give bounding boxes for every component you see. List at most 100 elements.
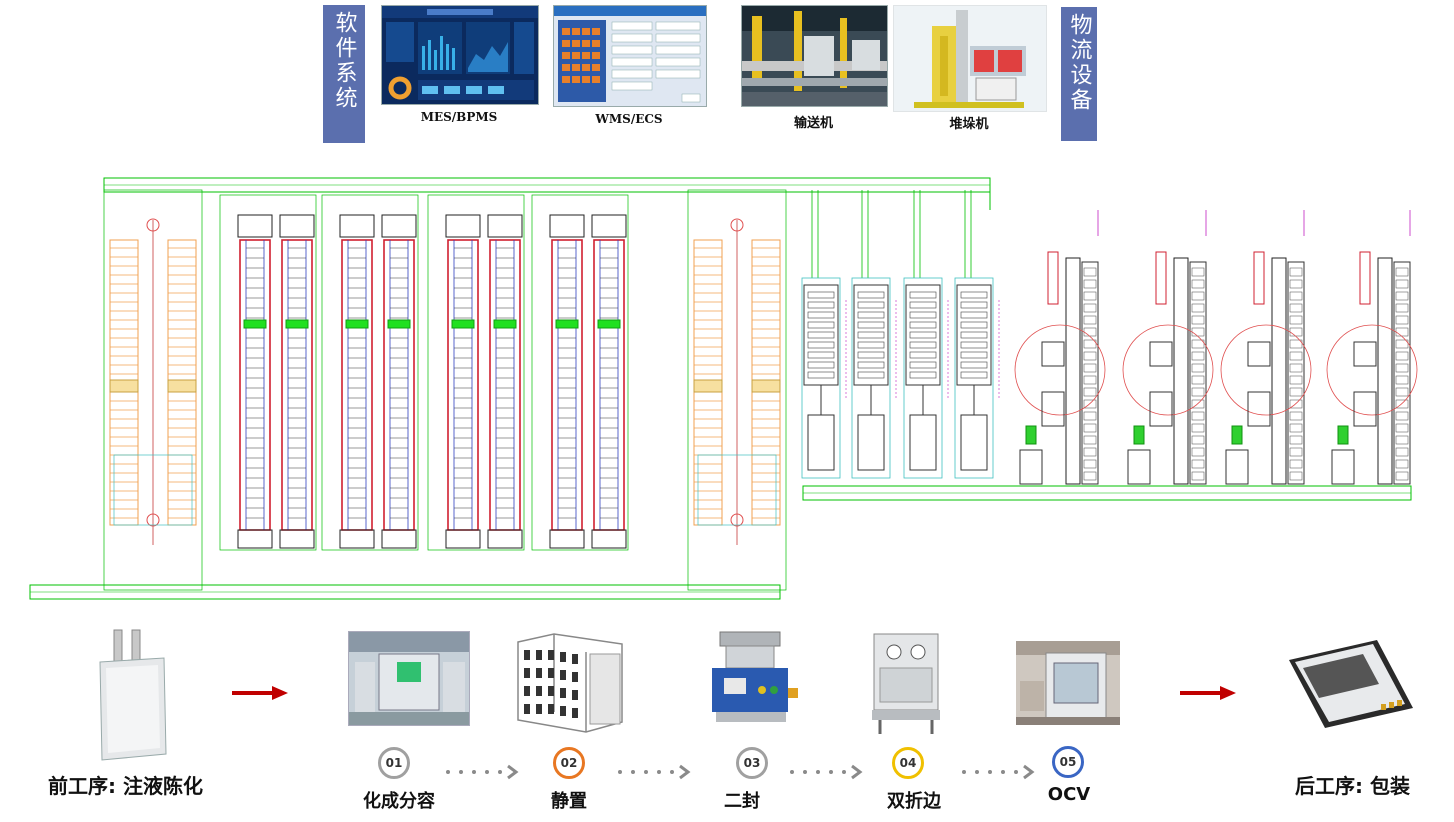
- machine-cell: [807, 341, 835, 349]
- step-connector-3-icon: [790, 764, 863, 780]
- rack-head: [339, 214, 375, 238]
- step-1-label: 化成分容: [363, 791, 435, 812]
- machine-cell: [807, 311, 835, 319]
- crane-top: [730, 218, 744, 232]
- robot-base: [1041, 341, 1065, 367]
- red-rack: [551, 239, 583, 531]
- station-slot: [1083, 375, 1097, 385]
- station-column: [1377, 257, 1393, 485]
- machine-frame: [801, 277, 841, 479]
- machine-cell: [909, 291, 937, 299]
- station-slot: [1289, 339, 1303, 349]
- machine-cell: [807, 351, 835, 359]
- ocv-tester-photo-icon: [1016, 641, 1120, 725]
- station-slot: [1083, 279, 1097, 289]
- machine-cell: [857, 321, 885, 329]
- station-slot: [1395, 399, 1409, 409]
- station-rack: [1081, 261, 1099, 485]
- rack-head: [445, 214, 481, 238]
- station-slot: [1083, 387, 1097, 397]
- pre-process-label: 前工序: 注液陈化: [48, 774, 203, 798]
- robot-reach: [1220, 324, 1312, 416]
- rack-foot: [237, 529, 273, 549]
- rack-foot: [279, 529, 315, 549]
- stacker-caption: 堆垛机: [949, 117, 989, 132]
- conveyor-photo-icon: [742, 6, 887, 106]
- machine-cell: [807, 361, 835, 369]
- rack-foot: [445, 529, 481, 549]
- station-slot: [1395, 471, 1409, 481]
- station-slot: [1083, 267, 1097, 277]
- step-3-label: 二封: [724, 791, 760, 812]
- flow-end-arrow-icon: [1180, 686, 1236, 700]
- station-slot: [1083, 411, 1097, 421]
- station-slot: [1395, 315, 1409, 325]
- station-slot: [1191, 279, 1205, 289]
- rack-frame: [687, 189, 787, 591]
- station-slot: [1083, 351, 1097, 361]
- machine-cell: [857, 311, 885, 319]
- rack-head: [591, 214, 627, 238]
- station-slot: [1289, 399, 1303, 409]
- station-slot: [1289, 435, 1303, 445]
- machine-body: [853, 284, 889, 386]
- machine-cell: [857, 301, 885, 309]
- step-connector-1-icon: [446, 764, 519, 780]
- rack-head: [279, 214, 315, 238]
- rack-marker: [109, 379, 139, 393]
- machine-cell: [857, 291, 885, 299]
- rack-sub: [113, 454, 193, 526]
- flow-start-arrow-icon: [232, 686, 288, 700]
- station-slot: [1191, 423, 1205, 433]
- machine-cell: [960, 361, 988, 369]
- robot-arm: [1019, 449, 1043, 485]
- machine-cell: [807, 301, 835, 309]
- software-system-text: 软件系统: [331, 11, 357, 111]
- battery-pack-icon: [1289, 640, 1413, 728]
- station-slot: [1083, 399, 1097, 409]
- station-slot: [1191, 291, 1205, 301]
- green-marker: [555, 319, 579, 329]
- machine-cell: [857, 331, 885, 339]
- station-slot: [1289, 423, 1303, 433]
- machine-cell: [909, 321, 937, 329]
- rack-head: [381, 214, 417, 238]
- machine-cell: [909, 331, 937, 339]
- step-4-badge: 04: [892, 747, 924, 779]
- green-marker: [387, 319, 411, 329]
- formation-machine-photo-icon: [349, 632, 469, 725]
- station-slot: [1289, 315, 1303, 325]
- station-slot: [1395, 411, 1409, 421]
- software-system-label: 软件系统: [323, 5, 365, 143]
- standing-rack-image: [514, 632, 626, 734]
- green-sensor: [1231, 425, 1243, 445]
- machine-cell: [857, 361, 885, 369]
- station-slot: [1289, 375, 1303, 385]
- second-seal-image: [706, 628, 800, 726]
- station-slot: [1083, 423, 1097, 433]
- station-rack: [1287, 261, 1305, 485]
- station-tag: [1359, 251, 1371, 305]
- station-slot: [1395, 327, 1409, 337]
- station-slot: [1191, 303, 1205, 313]
- robot-tray: [1041, 391, 1065, 427]
- robot-base: [1353, 341, 1377, 367]
- red-rack: [489, 239, 521, 531]
- mes-bpms-caption: MES/BPMS: [420, 110, 498, 124]
- rack-marker: [167, 379, 197, 393]
- stacker-crane-photo-icon: [894, 6, 1046, 111]
- station-slot: [1191, 375, 1205, 385]
- machine-cell: [909, 301, 937, 309]
- green-sensor: [1133, 425, 1145, 445]
- double-fold-image: [870, 632, 942, 736]
- rack-pair-frame: [219, 194, 317, 551]
- station-slot: [1083, 315, 1097, 325]
- crane-bottom: [730, 513, 744, 527]
- step-5-badge: 05: [1052, 746, 1084, 778]
- station-slot: [1191, 315, 1205, 325]
- station-slot: [1395, 459, 1409, 469]
- battery-pack-image: [1283, 638, 1418, 730]
- station-slot: [1191, 339, 1205, 349]
- robot-arm: [1225, 449, 1249, 485]
- machine-cell: [857, 341, 885, 349]
